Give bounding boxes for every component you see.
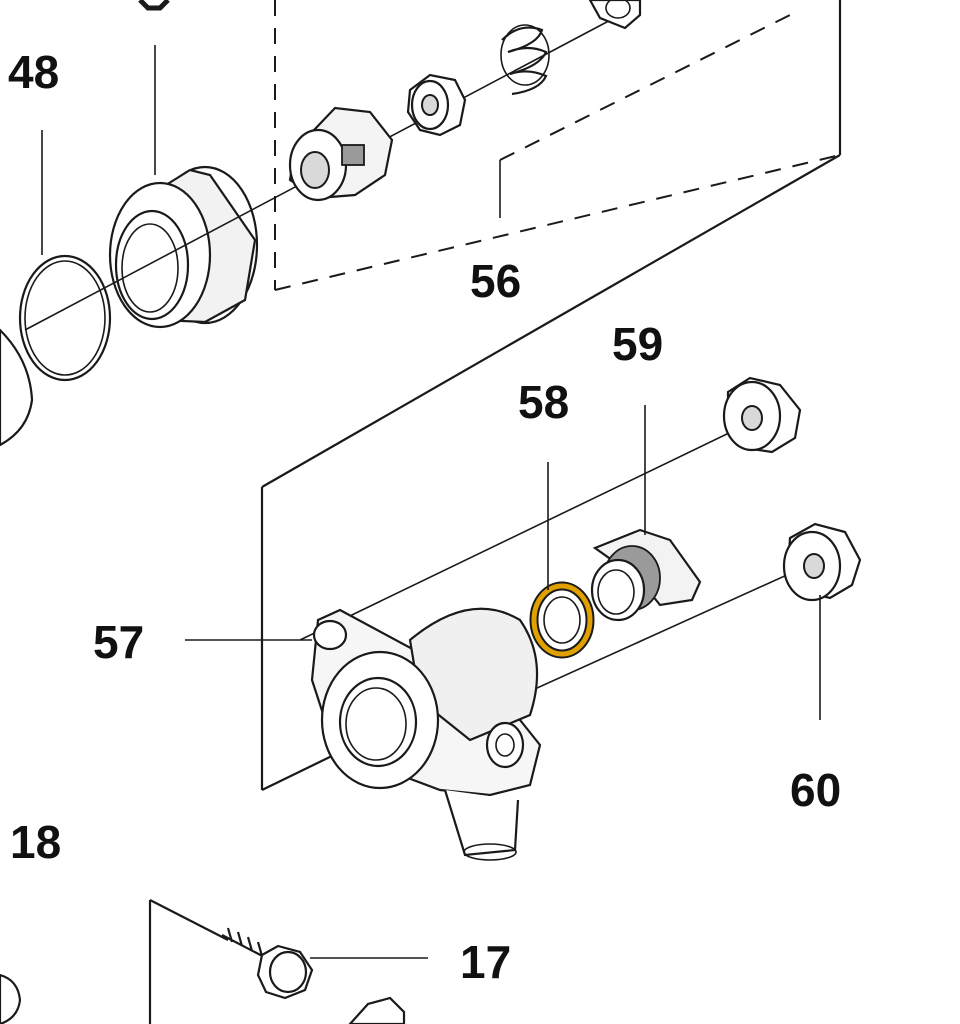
cropped-part-bottom-left (0, 973, 22, 1024)
flange-nut-upper (722, 376, 802, 454)
housing-edge-left (0, 328, 34, 447)
washer-58-highlighted (529, 581, 595, 659)
bearing-part (108, 165, 259, 329)
callout-57: 57 (93, 616, 144, 668)
hex-nut-part (406, 73, 467, 137)
cropped-part-bottom-center (348, 996, 406, 1024)
callout-56: 56 (470, 255, 521, 307)
callout-60: 60 (790, 764, 841, 816)
callout-17: 17 (460, 936, 511, 988)
cap-part-top (588, 0, 642, 30)
callout-48: 48 (8, 46, 59, 98)
callout-59: 59 (612, 318, 663, 370)
assembly-56-frame (274, 0, 842, 291)
screw-17-part (221, 927, 428, 1000)
o-ring-48 (18, 130, 112, 382)
assembly-17-frame (148, 899, 229, 1024)
callout-58: 58 (518, 376, 569, 428)
spring-part (500, 24, 550, 96)
flange-nut-60 (782, 522, 862, 602)
cropped-callout-top (138, 0, 170, 11)
housing-57-part (310, 607, 542, 861)
callout-18: 18 (10, 816, 61, 868)
valve-body-part (288, 106, 394, 202)
plug-59-part (590, 528, 702, 622)
